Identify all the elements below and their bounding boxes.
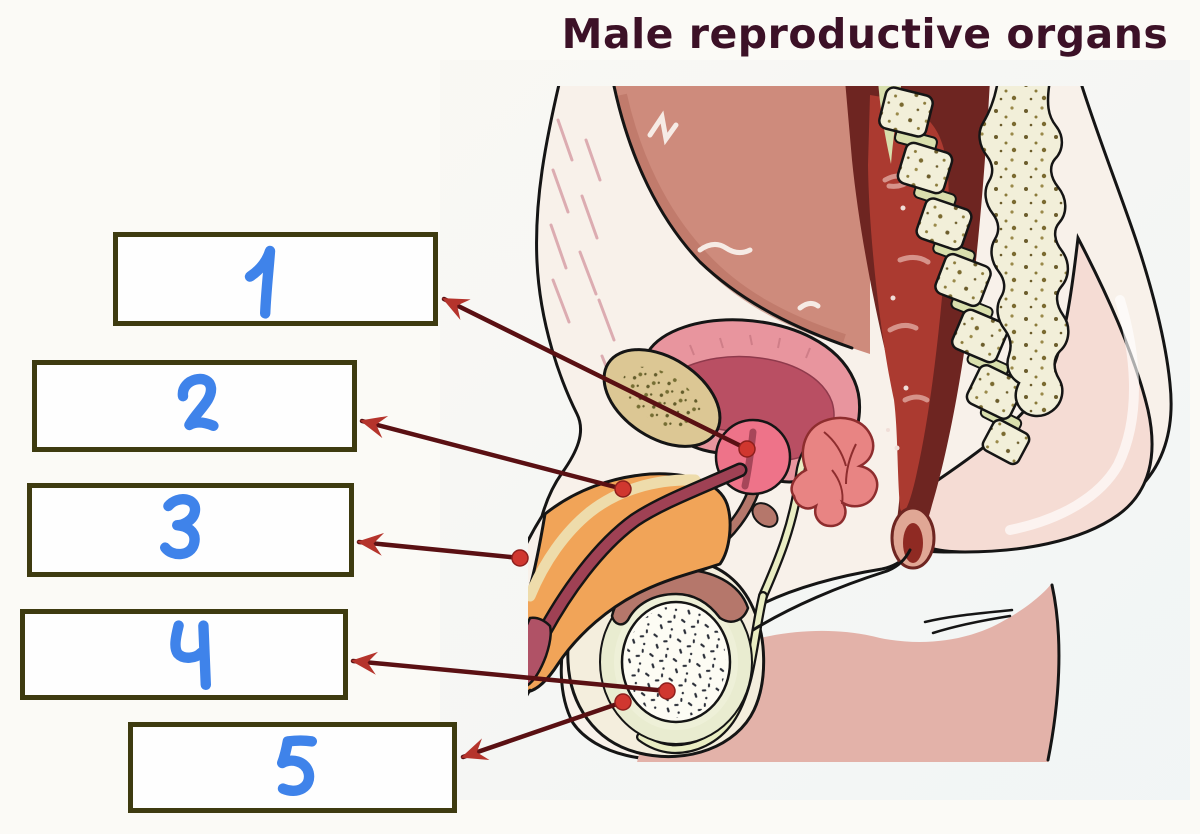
penis-pale-band xyxy=(528,474,701,602)
seminal-vesicle-folds xyxy=(823,431,857,505)
vertebrae xyxy=(878,86,1031,466)
arrow-2 xyxy=(359,415,632,498)
arrow-3 xyxy=(356,532,529,567)
abdominal-muscle-outline xyxy=(612,86,854,350)
handwritten-answer-1 xyxy=(244,245,276,319)
gluteal-fold-line xyxy=(923,608,1014,624)
arrow-dot-scrotum xyxy=(614,693,632,711)
thigh-outline xyxy=(1046,583,1061,762)
answer-box-5[interactable] xyxy=(128,722,457,813)
handwritten-answer-5 xyxy=(277,735,317,797)
arrow-dot-prostate xyxy=(738,440,756,458)
answer-box-3[interactable] xyxy=(27,483,354,577)
abdominal-muscle-shade xyxy=(615,93,846,346)
handwritten-answer-4 xyxy=(170,620,211,690)
bladder-wall-ticks xyxy=(689,334,811,359)
answer-box-2[interactable] xyxy=(32,360,357,452)
answer-box-1[interactable] xyxy=(113,232,438,326)
arrow-5 xyxy=(460,693,632,761)
gluteal-fold-line-2 xyxy=(931,614,1012,635)
arrow-dot-penis xyxy=(511,549,529,567)
buttock-highlight xyxy=(1005,295,1139,535)
arrow-1 xyxy=(441,296,756,458)
abdominal-muscle xyxy=(615,86,870,354)
arrow-dot-testicle xyxy=(658,682,676,700)
vas-deferens-lower xyxy=(636,591,768,755)
anatomy-figure xyxy=(528,86,1173,762)
ampulla xyxy=(751,502,779,528)
handwritten-answer-3 xyxy=(160,494,201,560)
muscle-highlights xyxy=(647,110,821,311)
arrow-4 xyxy=(350,651,676,700)
handwritten-answer-2 xyxy=(177,373,219,431)
answer-box-4[interactable] xyxy=(20,609,348,700)
perineum-outline xyxy=(751,548,912,632)
page-title: Male reproductive organs xyxy=(561,10,1169,58)
arrow-dot-urethra xyxy=(614,480,632,498)
pointer-arrows xyxy=(350,296,756,761)
prostate-urethra xyxy=(741,428,757,490)
testicle-texture xyxy=(626,606,726,718)
foreskin-notch xyxy=(528,688,532,694)
spinous-processes xyxy=(978,86,1070,418)
